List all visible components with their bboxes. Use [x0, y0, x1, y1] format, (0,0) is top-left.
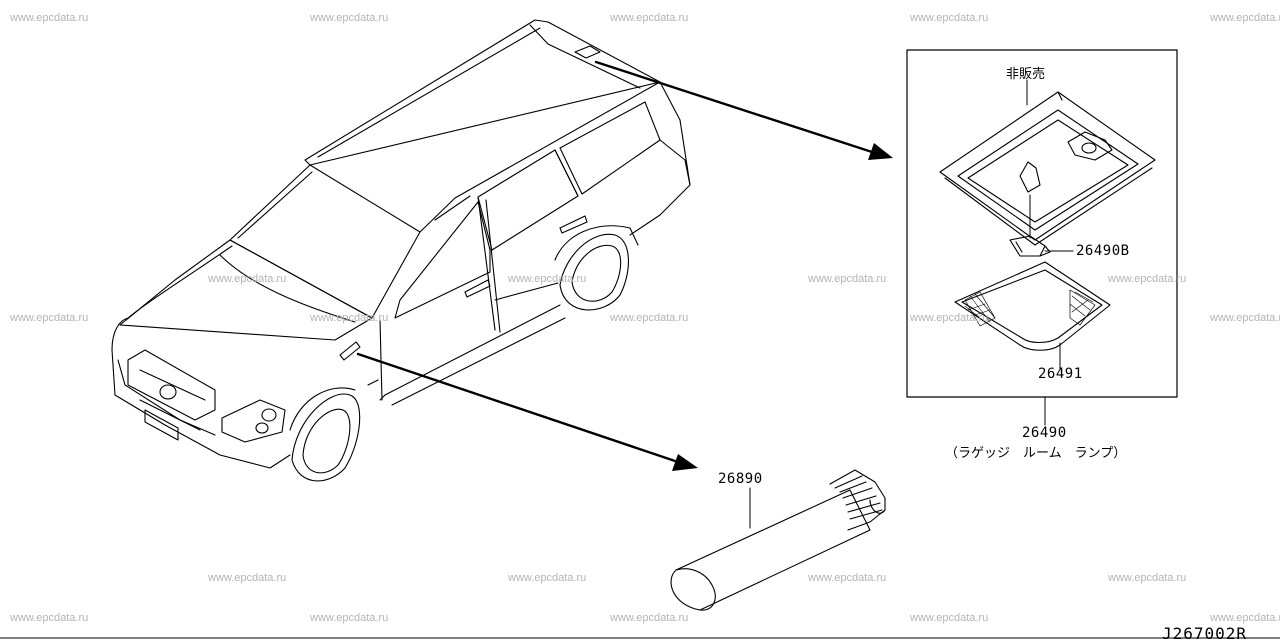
lens-part	[954, 261, 1111, 351]
callout-26890[interactable]: 26890	[718, 471, 763, 487]
watermark: www.epcdata.ru	[1108, 572, 1187, 584]
watermark: www.epcdata.ru	[610, 312, 689, 324]
arrow-head-lower	[672, 454, 698, 471]
bulb-part	[1009, 235, 1051, 257]
watermark: www.epcdata.ru	[310, 12, 389, 24]
watermark: www.epcdata.ru	[10, 612, 89, 624]
lamp-housing	[939, 91, 1156, 246]
watermark: www.epcdata.ru	[508, 572, 587, 584]
watermark: www.epcdata.ru	[208, 572, 287, 584]
diagram-code: J267002R	[1162, 624, 1248, 643]
watermark: www.epcdata.ru	[1210, 612, 1280, 624]
watermark: www.epcdata.ru	[508, 273, 587, 285]
callout-26490b[interactable]: 26490B	[1076, 243, 1130, 259]
watermark: www.epcdata.ru	[208, 273, 287, 285]
callout-26491[interactable]: 26491	[1038, 366, 1083, 382]
watermark: www.epcdata.ru	[310, 612, 389, 624]
watermark: www.epcdata.ru	[1108, 273, 1187, 285]
arrow-head-upper	[868, 143, 893, 160]
leader-arrows	[356, 60, 874, 464]
watermark: www.epcdata.ru	[808, 572, 887, 584]
watermark: www.epcdata.ru	[310, 312, 389, 324]
detail-frame	[906, 49, 1178, 398]
watermark: www.epcdata.ru	[1210, 312, 1280, 324]
roof-lamp-location	[574, 45, 601, 59]
callout-not-sold: 非販売	[1006, 67, 1046, 82]
watermark: www.epcdata.ru	[910, 612, 989, 624]
watermark: www.epcdata.ru	[10, 312, 89, 324]
watermark: www.epcdata.ru	[910, 312, 989, 324]
callout-26490[interactable]: 26490	[1022, 425, 1067, 441]
watermark: www.epcdata.ru	[1210, 12, 1280, 24]
tube-part	[670, 469, 886, 611]
watermark: www.epcdata.ru	[610, 12, 689, 24]
watermark: www.epcdata.ru	[808, 273, 887, 285]
watermark: www.epcdata.ru	[10, 12, 89, 24]
watermark: www.epcdata.ru	[910, 12, 989, 24]
vehicle-drawing	[111, 19, 691, 482]
watermark: www.epcdata.ru	[610, 612, 689, 624]
callout-26490-description: （ラゲッジ ルーム ランプ）	[945, 446, 1127, 461]
